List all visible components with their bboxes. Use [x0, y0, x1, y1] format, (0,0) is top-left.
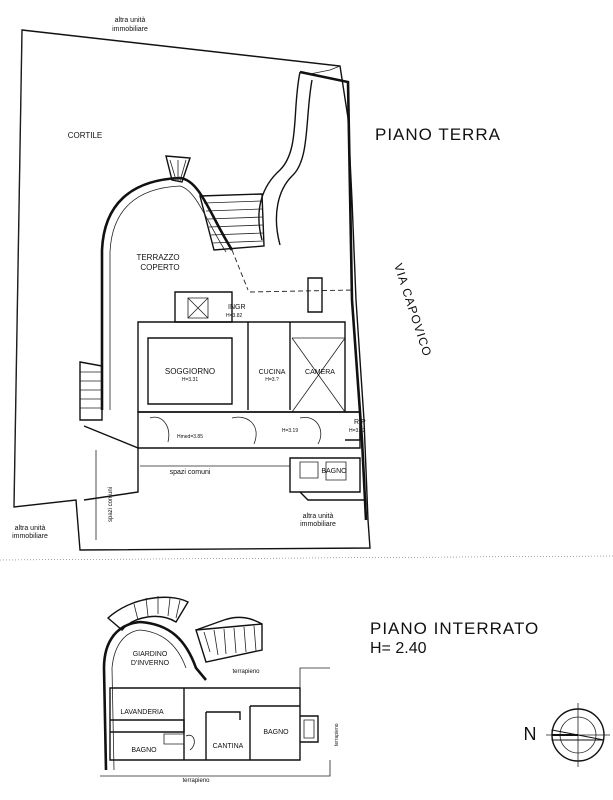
north-label: N [524, 724, 537, 744]
north-arrow-icon: N [524, 703, 610, 767]
label-camera: CAMERA [305, 369, 335, 376]
ground-floor-labels: altra unità immobiliare CORTILE PIANO TE… [12, 17, 501, 540]
label-hmed: Hmed=3.85 [177, 434, 203, 440]
ground-floor-plan [13, 29, 371, 551]
label-bagno-right: BAGNO [263, 729, 289, 736]
basement-title: PIANO INTERRATO [370, 619, 539, 638]
label-altra-left-1: altra unità [15, 525, 46, 532]
street-name: VIA CAPOVICO [391, 262, 434, 359]
label-bagno-ground: BAGNO [321, 468, 347, 475]
label-spazi-comuni-vertical: spazi comuni [108, 487, 114, 522]
label-altra-left-2: immobiliare [12, 533, 48, 540]
label-ingr: INGR [228, 304, 246, 311]
label-terrazzo: TERRAZZO [136, 253, 179, 262]
label-coperto: COPERTO [140, 263, 179, 272]
label-terrapieno-right: terrapieno [334, 723, 340, 746]
label-rip-height: H=3.12 [349, 428, 365, 434]
basement-plan [100, 596, 331, 777]
label-altra-bottom-1: altra unità [303, 513, 334, 520]
label-lavanderia: LAVANDERIA [120, 709, 164, 716]
page-divider [0, 555, 613, 561]
label-terrapieno-top: terrapieno [232, 669, 260, 675]
label-altra-top-2: immobiliare [112, 26, 148, 33]
label-soggiorno-height: H=3.31 [182, 377, 198, 383]
stair-top [199, 193, 265, 251]
label-cantina: CANTINA [213, 743, 244, 750]
label-bagno-left: BAGNO [131, 747, 157, 754]
ground-floor-title: PIANO TERRA [375, 125, 501, 144]
label-terrapieno-bottom: terrapieno [182, 778, 210, 784]
stair-left [79, 361, 103, 421]
label-cucina-height: H=3.? [265, 377, 279, 383]
basement-height: H= 2.40 [370, 640, 427, 657]
label-rip: RIP [354, 419, 366, 426]
label-camera-height: H=3.19 [282, 428, 298, 434]
label-spazi-comuni: spazi comuni [170, 469, 211, 476]
label-ingr-height: H=3.82 [226, 313, 242, 319]
label-cucina: CUCINA [259, 369, 286, 376]
label-altra-top-1: altra unità [115, 17, 146, 24]
basement-labels: PIANO INTERRATO H= 2.40 GIARDINO D'INVER… [120, 619, 539, 784]
label-soggiorno: SOGGIORNO [165, 367, 215, 376]
label-cortile: CORTILE [68, 131, 103, 140]
label-giardino: GIARDINO [133, 651, 168, 658]
label-dinverno: D'INVERNO [131, 660, 170, 667]
label-altra-bottom-2: immobiliare [300, 521, 336, 528]
